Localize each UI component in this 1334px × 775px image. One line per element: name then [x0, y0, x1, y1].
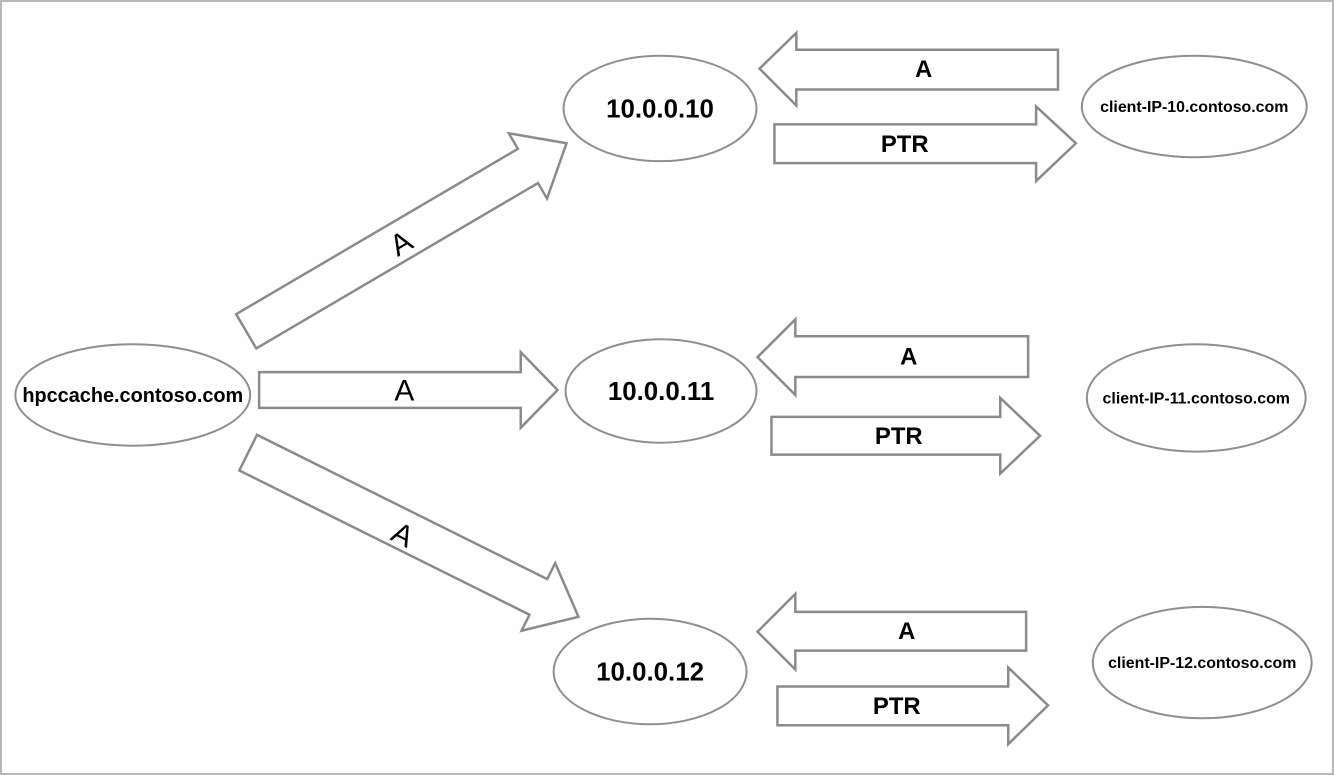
reverse-a-arrow-row2: [755, 316, 1030, 398]
ptr-arrow-row3: [776, 664, 1050, 748]
node-ellipse-client-12: [1091, 605, 1313, 720]
ptr-arrow-row2: [770, 395, 1042, 477]
node-label-ip-12: 10.0.0.12: [596, 659, 704, 687]
node-label-client-12: client-IP-12.contoso.com: [1108, 655, 1296, 672]
node-label-ip-10: 10.0.0.10: [606, 95, 714, 123]
reverse-a-arrow-row1-label: A: [915, 56, 932, 83]
node-ellipse-ip-12: [552, 617, 748, 726]
node-ellipse-ip-11: [564, 338, 758, 444]
node-label-client-10: client-IP-10.contoso.com: [1100, 99, 1288, 116]
node-ellipse-client-11: [1085, 343, 1307, 453]
reverse-a-arrow-row2-label: A: [900, 344, 917, 371]
node-label-ip-11: 10.0.0.11: [608, 378, 714, 406]
reverse-a-arrow-row3-label: A: [898, 618, 915, 645]
node-ellipse-ip-10: [562, 54, 758, 163]
forward-a-arrow-middle-label: A: [394, 374, 414, 407]
ptr-arrow-row2-label: PTR: [875, 423, 923, 450]
node-ellipse-hpccache: [14, 343, 252, 447]
node-ellipse-client-10: [1080, 54, 1308, 159]
forward-a-arrow-middle: [257, 349, 560, 431]
node-label-client-11: client-IP-11.contoso.com: [1103, 390, 1290, 407]
ptr-arrow-row3-label: PTR: [873, 693, 921, 720]
node-label-hpccache: hpccache.contoso.com: [22, 385, 243, 407]
ptr-arrow-row1-label: PTR: [881, 131, 929, 158]
forward-a-arrow-top: [234, 131, 569, 351]
ptr-arrow-row1: [773, 103, 1078, 184]
reverse-a-arrow-row1: [757, 29, 1060, 109]
forward-a-arrow-bottom: [237, 433, 581, 633]
reverse-a-arrow-row3: [755, 590, 1028, 673]
